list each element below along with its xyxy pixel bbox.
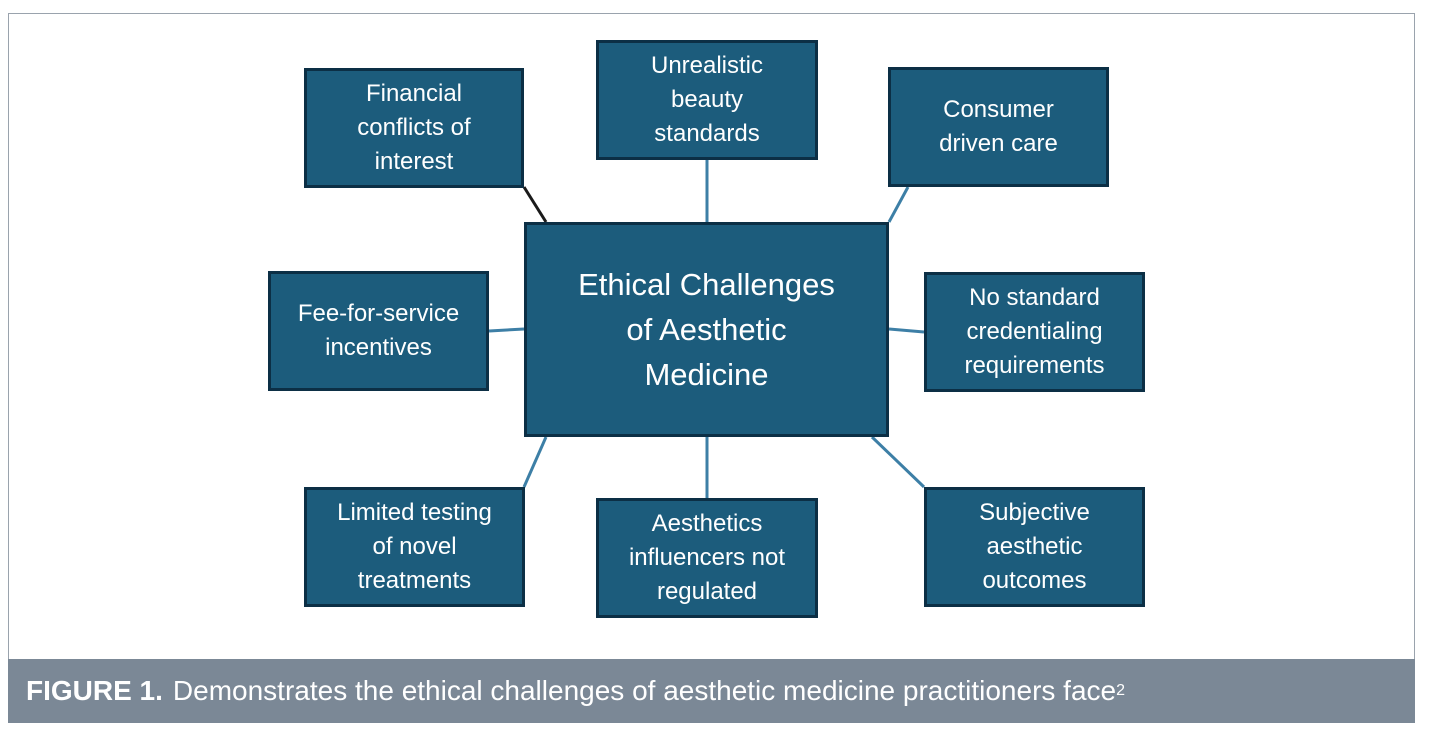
caption-reference: 2 — [1116, 682, 1125, 699]
caption-label: FIGURE 1. — [26, 675, 163, 706]
node-consumer-driven-care: Consumer driven care — [888, 67, 1109, 187]
node-influencers: Aesthetics influencers not regulated — [596, 498, 818, 618]
node-fee-for-service: Fee-for-service incentives — [268, 271, 489, 391]
connector-financial — [522, 186, 548, 223]
node-credentialing: No standard credentialing requirements — [924, 272, 1145, 392]
caption-text: Demonstrates the ethical challenges of a… — [172, 675, 1117, 706]
connector-consumer — [887, 186, 910, 223]
node-subjective-outcomes: Subjective aesthetic outcomes — [924, 487, 1145, 607]
central-node: Ethical Challenges of Aesthetic Medicine — [524, 222, 889, 437]
connector-testing — [522, 436, 548, 488]
connector-fee — [488, 327, 525, 333]
node-limited-testing: Limited testing of novel treatments — [304, 487, 525, 607]
figure-caption: FIGURE 1. Demonstrates the ethical chall… — [8, 659, 1415, 723]
connector-credentialing — [888, 327, 925, 334]
connector-subjective — [870, 435, 926, 489]
node-financial-conflicts: Financial conflicts of interest — [304, 68, 524, 188]
node-unrealistic-beauty: Unrealistic beauty standards — [596, 40, 818, 160]
